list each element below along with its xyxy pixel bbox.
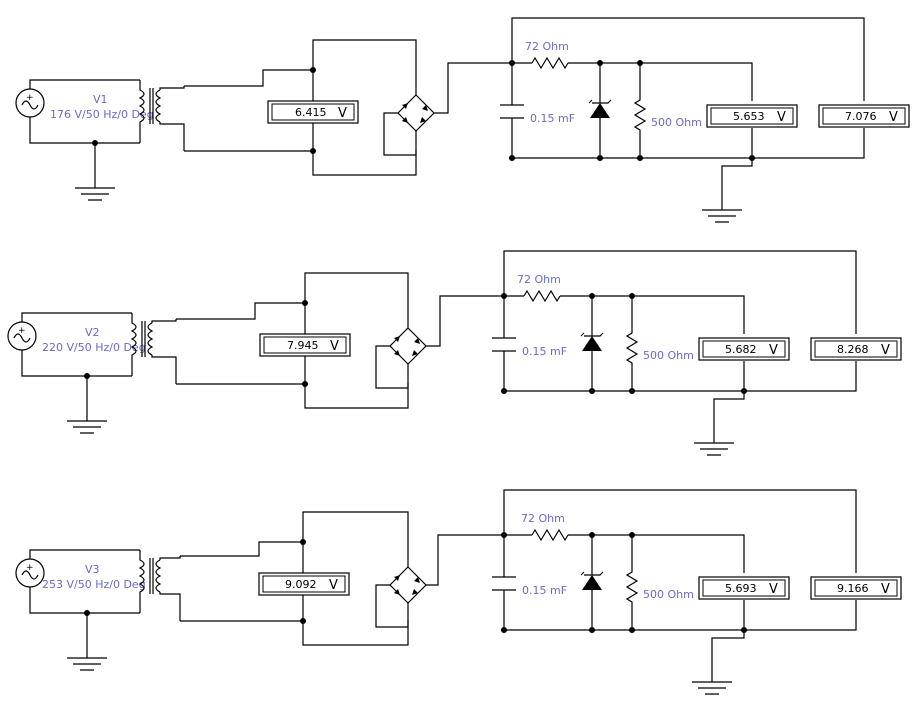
bridge-rectifier-3[interactable] — [375, 534, 504, 628]
capacitor-2[interactable]: 0.15 mF — [492, 337, 567, 358]
resistor-label: 500 Ohm — [651, 116, 702, 129]
svg-text:+: + — [18, 326, 26, 336]
capacitor-label: 0.15 mF — [522, 584, 567, 597]
zener-diode-1[interactable] — [588, 63, 612, 158]
voltmeter-load-2[interactable]: 5.682 V — [698, 337, 790, 361]
meter-unit: V — [769, 343, 778, 358]
resistor-load-3[interactable]: 500 Ohm — [625, 535, 694, 630]
ac-source-3[interactable]: + V3 253 V/50 Hz/0 Deg — [15, 549, 146, 614]
voltmeter-load-3[interactable]: 5.693 V — [698, 576, 790, 600]
circuit-3: + V3 253 V/50 Hz/0 Deg 9.092 V — [15, 489, 902, 695]
ground-3a — [67, 610, 107, 671]
meter-unit: V — [881, 582, 890, 597]
transformer-1[interactable] — [138, 80, 185, 151]
voltmeter-xfmr-2[interactable]: 7.945 V — [259, 333, 351, 357]
bridge-rectifier-1[interactable] — [383, 62, 512, 156]
transformer-3[interactable] — [138, 550, 181, 621]
zener-diode-3[interactable] — [580, 535, 604, 630]
meter-value: 5.653 — [733, 110, 765, 123]
source-name: V1 — [93, 93, 108, 106]
capacitor-1[interactable]: 0.15 mF — [500, 104, 575, 125]
meter-value: 7.945 — [287, 339, 319, 352]
meter-value: 5.682 — [725, 343, 757, 356]
meter-unit: V — [329, 578, 338, 593]
capacitor-label: 0.15 mF — [530, 112, 575, 125]
resistor-series-1[interactable]: 72 Ohm — [525, 40, 569, 70]
ac-source-2[interactable]: + V2 220 V/50 Hz/0 Deg — [7, 312, 146, 377]
meter-unit: V — [330, 339, 339, 354]
meter-value: 9.166 — [837, 582, 869, 595]
resistor-label: 72 Ohm — [517, 273, 561, 286]
circuit-1: + V1 176 V/50 Hz/0 Deg — [15, 17, 910, 223]
meter-value: 9.092 — [285, 578, 317, 591]
meter-value: 8.268 — [837, 343, 869, 356]
svg-text:+: + — [26, 93, 34, 103]
meter-unit: V — [769, 582, 778, 597]
meter-unit: V — [777, 110, 786, 125]
ac-source-1[interactable]: + V1 176 V/50 Hz/0 Deg — [15, 79, 154, 144]
resistor-series-2[interactable]: 72 Ohm — [517, 273, 561, 303]
meter-value: 6.415 — [295, 106, 327, 119]
resistor-load-1[interactable]: 500 Ohm — [633, 63, 702, 158]
svg-text:+: + — [26, 563, 34, 573]
source-spec: 176 V/50 Hz/0 Deg — [50, 108, 154, 121]
ground-1a — [75, 140, 115, 201]
ground-2b — [694, 391, 745, 456]
resistor-label: 500 Ohm — [643, 349, 694, 362]
resistor-series-3[interactable]: 72 Ohm — [521, 512, 569, 542]
source-name: V2 — [85, 326, 100, 339]
voltmeter-filter-2[interactable]: 8.268 V — [810, 337, 902, 361]
ground-1b — [702, 158, 753, 223]
meter-value: 7.076 — [845, 110, 877, 123]
meter-unit: V — [338, 106, 347, 121]
circuit-2: + V2 220 V/50 Hz/0 Deg 7.945 V — [7, 250, 902, 456]
voltmeter-xfmr-3[interactable]: 9.092 V — [258, 572, 350, 596]
voltmeter-filter-1[interactable]: 7.076 V — [818, 104, 910, 128]
voltmeter-xfmr-1[interactable]: 6.415 V — [267, 100, 359, 124]
ground-2a — [67, 373, 107, 434]
capacitor-3[interactable]: 0.15 mF — [492, 576, 567, 597]
meter-unit: V — [881, 343, 890, 358]
source-spec: 253 V/50 Hz/0 Deg — [42, 578, 146, 591]
source-name: V3 — [85, 563, 100, 576]
transformer-2[interactable] — [130, 313, 177, 384]
ground-3b — [692, 630, 745, 695]
resistor-label: 72 Ohm — [525, 40, 569, 53]
voltmeter-filter-3[interactable]: 9.166 V — [810, 576, 902, 600]
meter-unit: V — [889, 110, 898, 125]
zener-diode-2[interactable] — [580, 296, 604, 391]
resistor-load-2[interactable]: 500 Ohm — [625, 296, 694, 391]
voltmeter-load-1[interactable]: 5.653 V — [706, 104, 798, 128]
capacitor-label: 0.15 mF — [522, 345, 567, 358]
resistor-label: 72 Ohm — [521, 512, 565, 525]
resistor-label: 500 Ohm — [643, 588, 694, 601]
meter-value: 5.693 — [725, 582, 757, 595]
bridge-rectifier-2[interactable] — [375, 295, 504, 389]
source-spec: 220 V/50 Hz/0 Deg — [42, 341, 146, 354]
